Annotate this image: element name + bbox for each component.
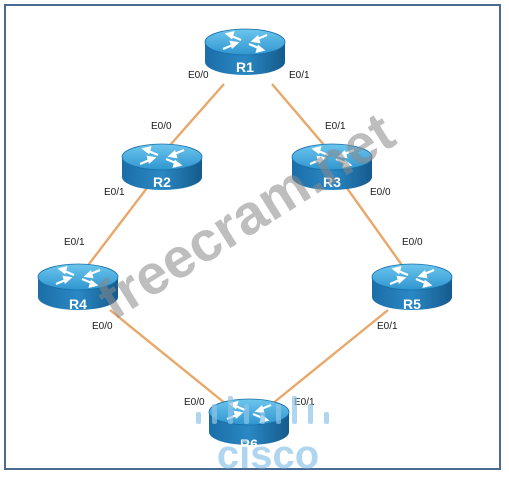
intf-r4-e00: E0/0 bbox=[92, 321, 113, 332]
link-r1-r2 bbox=[163, 83, 225, 153]
intf-r4-e01: E0/1 bbox=[64, 237, 85, 248]
intf-r1-e01: E0/1 bbox=[289, 70, 310, 81]
router-label: R4 bbox=[69, 296, 87, 312]
watermark-text: freecram.net bbox=[86, 100, 404, 332]
cisco-logo-text: cisco bbox=[217, 433, 319, 477]
router-label: R3 bbox=[323, 174, 341, 190]
intf-r2-e00: E0/0 bbox=[151, 121, 172, 132]
intf-r2-e01: E0/1 bbox=[104, 187, 125, 198]
router-r4[interactable]: R4 bbox=[36, 262, 120, 312]
diagram-frame bbox=[4, 4, 501, 470]
link-r2-r4 bbox=[85, 183, 151, 269]
links bbox=[85, 83, 405, 405]
link-r4-r6 bbox=[109, 309, 227, 405]
router-label: R6 bbox=[240, 436, 258, 452]
intf-r6-e01: E0/1 bbox=[294, 397, 315, 408]
intf-r6-e00: E0/0 bbox=[184, 397, 205, 408]
router-label: R1 bbox=[236, 59, 254, 75]
intf-r1-e00: E0/0 bbox=[188, 70, 209, 81]
router-r5[interactable]: R5 bbox=[370, 262, 454, 312]
intf-r3-e00: E0/0 bbox=[370, 187, 391, 198]
link-r1-r3 bbox=[271, 83, 331, 153]
router-label: R2 bbox=[153, 174, 171, 190]
intf-r5-e00: E0/0 bbox=[402, 237, 423, 248]
intf-r3-e01: E0/1 bbox=[325, 121, 346, 132]
router-r2[interactable]: R2 bbox=[120, 142, 204, 192]
interface-labels: E0/0 E0/1 E0/0 E0/1 E0/1 E0/0 E0/1 E0/0 … bbox=[64, 70, 423, 408]
link-r3-r5 bbox=[343, 183, 405, 269]
cisco-bars-icon bbox=[196, 396, 329, 424]
router-r3[interactable]: R3 bbox=[290, 142, 374, 192]
link-r5-r6 bbox=[271, 309, 389, 405]
router-label: R5 bbox=[403, 296, 421, 312]
router-r1[interactable]: R1 bbox=[203, 27, 287, 77]
intf-r5-e01: E0/1 bbox=[377, 321, 398, 332]
router-r6[interactable]: R6 bbox=[207, 397, 291, 452]
